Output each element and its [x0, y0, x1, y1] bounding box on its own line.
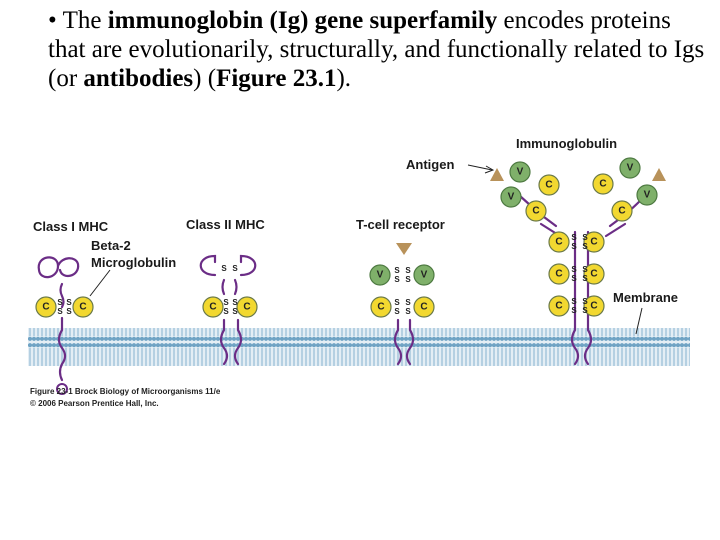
disulfide-s: S	[582, 265, 588, 274]
constant-domain-letter: C	[590, 301, 597, 312]
antigen-triangle	[396, 243, 412, 255]
constant-domain-letter: C	[555, 269, 562, 280]
disulfide-s: S	[582, 233, 588, 242]
disulfide-s: S	[571, 233, 577, 242]
variable-domain-letter: V	[517, 167, 524, 178]
disulfide-s: S	[223, 298, 229, 307]
class-i-mhc: C C S S S S	[36, 257, 93, 394]
label-immunoglobulin: Immunoglobulin	[516, 136, 617, 151]
disulfide-s: S	[232, 307, 238, 316]
disulfide-s: S	[582, 297, 588, 306]
disulfide-s: S	[405, 266, 411, 275]
variable-domain-letter: V	[421, 270, 428, 281]
disulfide-s: S	[57, 307, 63, 316]
disulfide-s: S	[571, 265, 577, 274]
disulfide-s: S	[405, 275, 411, 284]
antigen-triangle	[652, 168, 666, 181]
disulfide-s: S	[394, 298, 400, 307]
variable-domain-letter: V	[377, 270, 384, 281]
constant-domain-letter: C	[590, 269, 597, 280]
constant-domain-letter: C	[590, 237, 597, 248]
constant-domain-letter: C	[79, 302, 86, 313]
disulfide-s: S	[582, 306, 588, 315]
disulfide-s: S	[571, 274, 577, 283]
constant-domain-letter: C	[532, 206, 539, 217]
disulfide-s: S	[223, 307, 229, 316]
disulfide-s: S	[66, 307, 72, 316]
variable-domain-letter: V	[508, 192, 515, 203]
variable-domain-letter: V	[644, 190, 651, 201]
disulfide-s: S	[582, 242, 588, 251]
disulfide-s: S	[571, 297, 577, 306]
disulfide-s: S	[394, 275, 400, 284]
disulfide-s: S	[57, 298, 63, 307]
disulfide-s: S	[571, 306, 577, 315]
constant-domain-letter: C	[42, 302, 49, 313]
constant-domain-letter: C	[545, 180, 552, 191]
constant-domain-letter: C	[555, 237, 562, 248]
constant-domain-letter: C	[618, 206, 625, 217]
variable-domain-letter: V	[627, 163, 634, 174]
figure-caption-line2: © 2006 Pearson Prentice Hall, Inc.	[30, 399, 159, 408]
figure-caption-line1: Figure 23-1 Brock Biology of Microorgani…	[30, 387, 221, 396]
constant-domain-letter: C	[420, 302, 427, 313]
disulfide-s: S	[221, 264, 227, 273]
disulfide-s: S	[232, 264, 238, 273]
disulfide-s: S	[394, 266, 400, 275]
label-beta2: Beta-2	[91, 238, 131, 253]
constant-domain-letter: C	[243, 302, 250, 313]
label-antigen: Antigen	[406, 157, 454, 172]
label-class-i-mhc: Class I MHC	[33, 219, 109, 234]
disulfide-s: S	[582, 274, 588, 283]
disulfide-s: S	[405, 298, 411, 307]
label-tcell-receptor: T-cell receptor	[356, 217, 445, 232]
disulfide-s: S	[232, 298, 238, 307]
label-membrane: Membrane	[613, 290, 678, 305]
constant-domain-letter: C	[555, 301, 562, 312]
disulfide-s: S	[66, 298, 72, 307]
label-microglobulin: Microglobulin	[91, 255, 176, 270]
constant-domain-letter: C	[209, 302, 216, 313]
disulfide-s: S	[394, 307, 400, 316]
beta2-pointer	[90, 270, 110, 296]
label-class-ii-mhc: Class II MHC	[186, 217, 265, 232]
constant-domain-letter: C	[599, 179, 606, 190]
constant-domain-letter: C	[377, 302, 384, 313]
disulfide-s: S	[405, 307, 411, 316]
disulfide-s: S	[571, 242, 577, 251]
